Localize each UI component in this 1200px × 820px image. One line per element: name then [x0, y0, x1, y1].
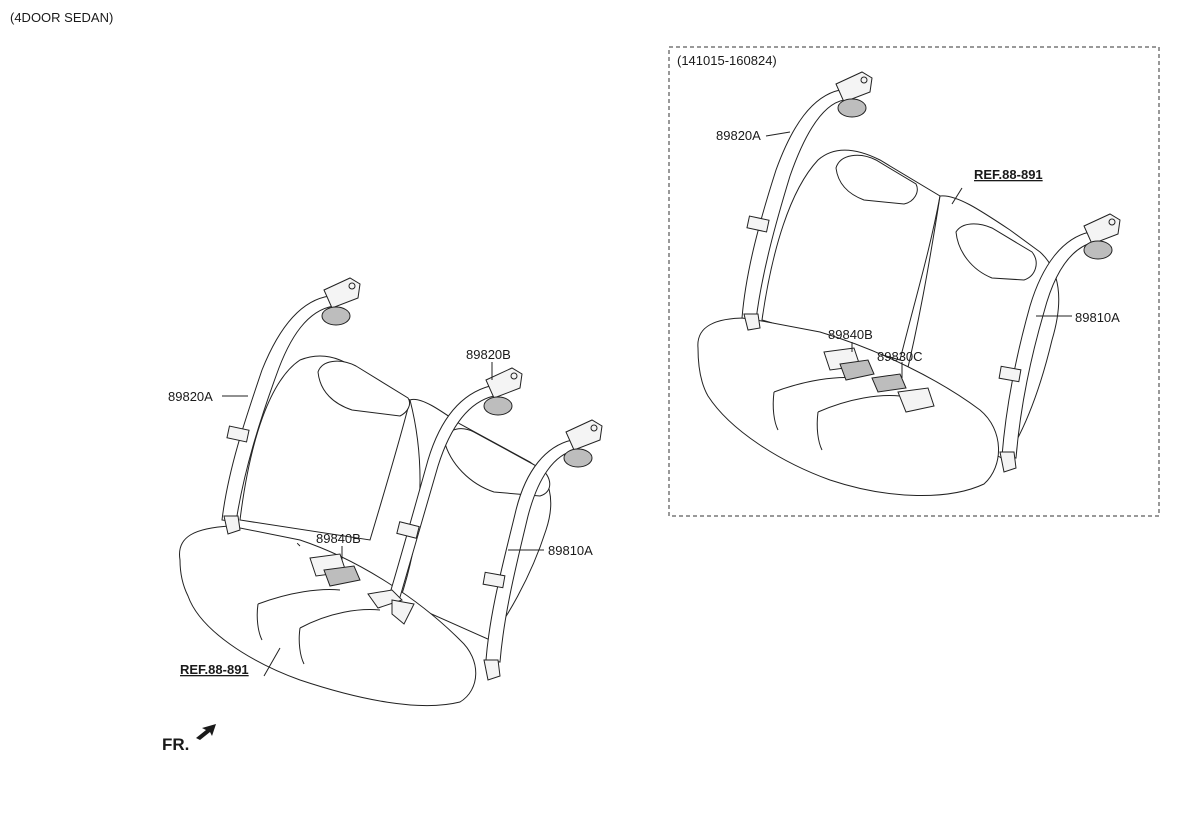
inset-seat-cushion [697, 317, 999, 497]
inset-label-89840B: 89840B [828, 327, 873, 342]
retractor-top-right [563, 419, 603, 468]
inset-frame [668, 46, 1160, 517]
front-direction-label: FR. [162, 735, 189, 754]
retractor-top-center [483, 367, 523, 416]
main-diagram: 89820A 89820B 89840B 89810A REF.88-891 F… [162, 277, 603, 754]
label-89810A: 89810A [548, 543, 593, 558]
label-89820B: 89820B [466, 347, 511, 362]
inset-headrest-right [955, 223, 1037, 281]
inset-label-89820A: 89820A [716, 128, 761, 143]
inset-diagram: (141015-160824) [668, 46, 1160, 517]
inset-retractor-top-left [835, 71, 873, 118]
inset-date-range: (141015-160824) [677, 53, 777, 68]
model-label: (4DOOR SEDAN) [10, 10, 113, 25]
inset-buckle-89840B [823, 347, 875, 381]
seat-cushion [179, 525, 477, 707]
label-89840B: 89840B [316, 531, 361, 546]
inset-buckle-89830C [871, 373, 935, 413]
buckle-center [367, 589, 415, 625]
belt-webbing-right [485, 439, 577, 663]
label-ref-88-891: REF.88-891 [180, 662, 249, 677]
inset-retractor-top-right [1083, 213, 1121, 260]
inset-label-89810A: 89810A [1075, 310, 1120, 325]
inset-label-89830C: 89830C [877, 349, 923, 364]
label-89820A: 89820A [168, 389, 213, 404]
front-arrow-icon [196, 724, 216, 740]
retractor-top-left [321, 277, 361, 326]
headrest-right [443, 428, 551, 497]
inset-headrest-left [835, 154, 918, 205]
buckle-89840B [309, 553, 361, 587]
inset-label-ref-88-891: REF.88-891 [974, 167, 1043, 182]
headrest-left [317, 360, 411, 417]
